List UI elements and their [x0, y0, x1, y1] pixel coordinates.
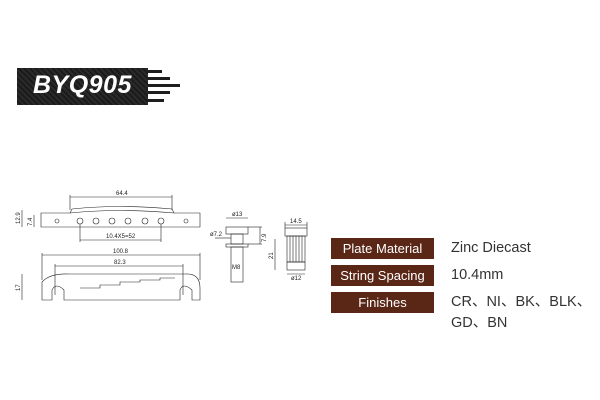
spec-value-finishes: CR、NI、BK、BLK、 [451, 294, 592, 310]
dim-height-total: 12.9 [16, 212, 22, 224]
stud-drawing: ø13 ø7.2 7.9 M8 [210, 212, 268, 283]
dim-wheel-height: 21 [269, 252, 275, 259]
dim-stud-dia: ø7.2 [210, 232, 223, 238]
thumbwheel-drawing: 14.5 21 ø12 [269, 219, 308, 282]
dim-wheel-dia: ø12 [291, 276, 302, 282]
logo-streak [148, 77, 170, 80]
spec-label-finishes: Finishes [331, 292, 434, 313]
model-logo: BYQ905 [17, 68, 187, 108]
dim-stud-gap: 7.9 [262, 233, 268, 242]
dim-wheel-width: 14.5 [290, 219, 302, 225]
spec-label-string-spacing: String Spacing [331, 265, 434, 286]
logo-streak [148, 70, 162, 73]
logo-streak [148, 91, 170, 94]
bridge-front-view: 100.8 82.3 17 [16, 249, 201, 301]
spec-value-string-spacing: 10.4mm [451, 267, 504, 283]
dim-thread: M8 [232, 265, 241, 271]
dim-top-length: 64.4 [116, 191, 128, 197]
dim-overall-length: 100.8 [113, 249, 129, 255]
spec-value-plate-material: Zinc Diecast [451, 240, 531, 256]
bridge-top-view: 64.4 10.4X5=52 12.9 7.4 [16, 191, 201, 242]
logo-banner: BYQ905 [17, 68, 148, 105]
dim-stud-head: ø13 [232, 212, 243, 218]
logo-streak [148, 84, 180, 87]
dim-spacing: 10.4X5=52 [106, 234, 136, 240]
dim-height-body: 7.4 [28, 217, 34, 226]
dim-body-height: 17 [16, 284, 22, 291]
spec-label-plate-material: Plate Material [331, 238, 434, 259]
model-name: BYQ905 [33, 71, 132, 99]
dim-stud-spacing: 82.3 [114, 260, 126, 266]
logo-streak [148, 99, 164, 102]
technical-drawing: 64.4 10.4X5=52 12.9 7.4 100.8 82.3 17 ø1… [16, 191, 308, 301]
spec-value-finishes-line2: GD、BN [451, 315, 508, 331]
